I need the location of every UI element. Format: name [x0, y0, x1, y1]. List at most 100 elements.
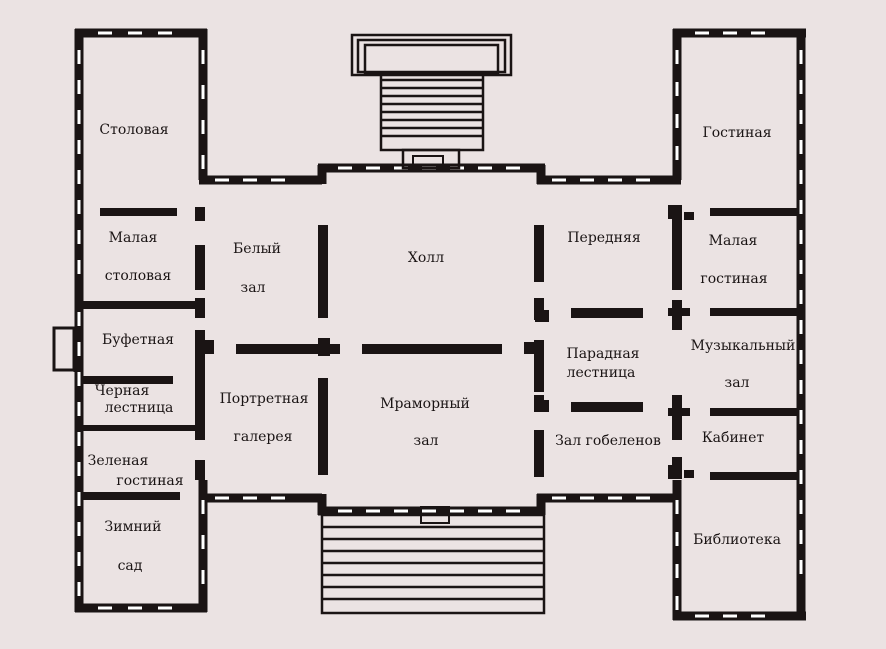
window — [77, 522, 81, 536]
window — [128, 606, 142, 610]
wall-segment — [199, 175, 322, 185]
window — [799, 350, 803, 364]
window — [506, 166, 520, 170]
window — [799, 320, 803, 334]
window — [799, 470, 803, 484]
wall-segment — [710, 408, 797, 416]
wall-segment — [236, 344, 340, 354]
window — [243, 496, 257, 500]
room-label-paradnaya-lestnica-line1: Парадная — [566, 346, 640, 362]
window — [77, 312, 81, 326]
wall-segment — [536, 165, 546, 184]
window — [552, 496, 566, 500]
window — [338, 166, 352, 170]
window — [201, 500, 205, 514]
wall-segment — [668, 408, 690, 416]
wall-pier — [668, 205, 682, 219]
room-label-portretnaya-galereya-line2: галерея — [233, 429, 293, 445]
window — [799, 230, 803, 244]
window — [366, 509, 380, 513]
wall-segment — [317, 494, 327, 515]
room-label-malaya-gostinaya-line2: гостиная — [700, 271, 768, 287]
window — [128, 31, 142, 35]
window — [799, 110, 803, 124]
wall-segment — [571, 402, 643, 412]
wall-segment — [673, 28, 806, 38]
window — [799, 80, 803, 94]
window — [158, 606, 172, 610]
wall-segment — [82, 425, 200, 431]
window — [271, 496, 285, 500]
window — [215, 178, 229, 182]
window — [450, 509, 464, 513]
room-label-zelenaya-gostinaya-line2: гостиная — [116, 473, 184, 489]
wall-segment — [199, 493, 322, 503]
window — [695, 31, 709, 35]
window — [271, 178, 285, 182]
window — [77, 582, 81, 596]
window — [77, 170, 81, 184]
room-label-paradnaya-lestnica-line2: лестница — [566, 365, 636, 381]
wall-segment — [73, 328, 79, 372]
north-stair-porch — [401, 148, 461, 170]
wall-segment — [82, 492, 180, 500]
window — [158, 31, 172, 35]
window — [799, 500, 803, 514]
wall-segment — [710, 208, 797, 216]
window — [552, 178, 566, 182]
window — [799, 140, 803, 154]
window — [77, 342, 81, 356]
window — [799, 200, 803, 214]
wall-segment — [534, 225, 544, 282]
window — [243, 178, 257, 182]
wall-segment — [536, 494, 546, 515]
wall-pier — [535, 310, 549, 322]
wall-segment — [198, 29, 208, 180]
room-label-zimniy-sad-line1: Зимний — [104, 519, 162, 535]
window — [723, 31, 737, 35]
window — [366, 166, 380, 170]
wall-pier — [200, 340, 214, 354]
window — [506, 509, 520, 513]
window — [675, 114, 679, 128]
window — [675, 500, 679, 514]
wall-segment — [362, 344, 502, 354]
wall-segment — [195, 330, 205, 440]
wall-segment — [534, 340, 544, 392]
window — [394, 166, 408, 170]
window — [478, 509, 492, 513]
window — [201, 535, 205, 549]
window — [77, 432, 81, 446]
room-label-mramorniy-zal-line2: зал — [413, 433, 439, 449]
wall-segment — [673, 611, 806, 621]
window — [338, 509, 352, 513]
window — [77, 492, 81, 506]
window — [201, 50, 205, 64]
window — [201, 570, 205, 584]
window — [608, 496, 622, 500]
window — [799, 560, 803, 574]
room-label-malaya-gostinaya-line1: Малая — [708, 233, 758, 249]
wall-segment — [317, 165, 327, 184]
room-label-bufetnaya: Буфетная — [101, 332, 175, 348]
wall-segment — [318, 225, 328, 318]
window — [77, 402, 81, 416]
window — [201, 120, 205, 134]
plan-windows — [77, 31, 803, 618]
window — [201, 155, 205, 169]
wall-segment — [710, 472, 797, 480]
wall-pier — [668, 465, 682, 479]
window — [77, 552, 81, 566]
window — [580, 178, 594, 182]
room-label-beliy-zal-line1: Белый — [233, 241, 281, 257]
wall-segment — [195, 207, 205, 221]
window — [77, 110, 81, 124]
plan-staircases — [320, 33, 546, 615]
window — [636, 178, 650, 182]
room-label-zimniy-sad-line2: сад — [117, 558, 143, 574]
wall-segment — [672, 395, 682, 440]
window — [394, 509, 408, 513]
room-label-stolovaya: Столовая — [99, 122, 169, 138]
window — [799, 530, 803, 544]
